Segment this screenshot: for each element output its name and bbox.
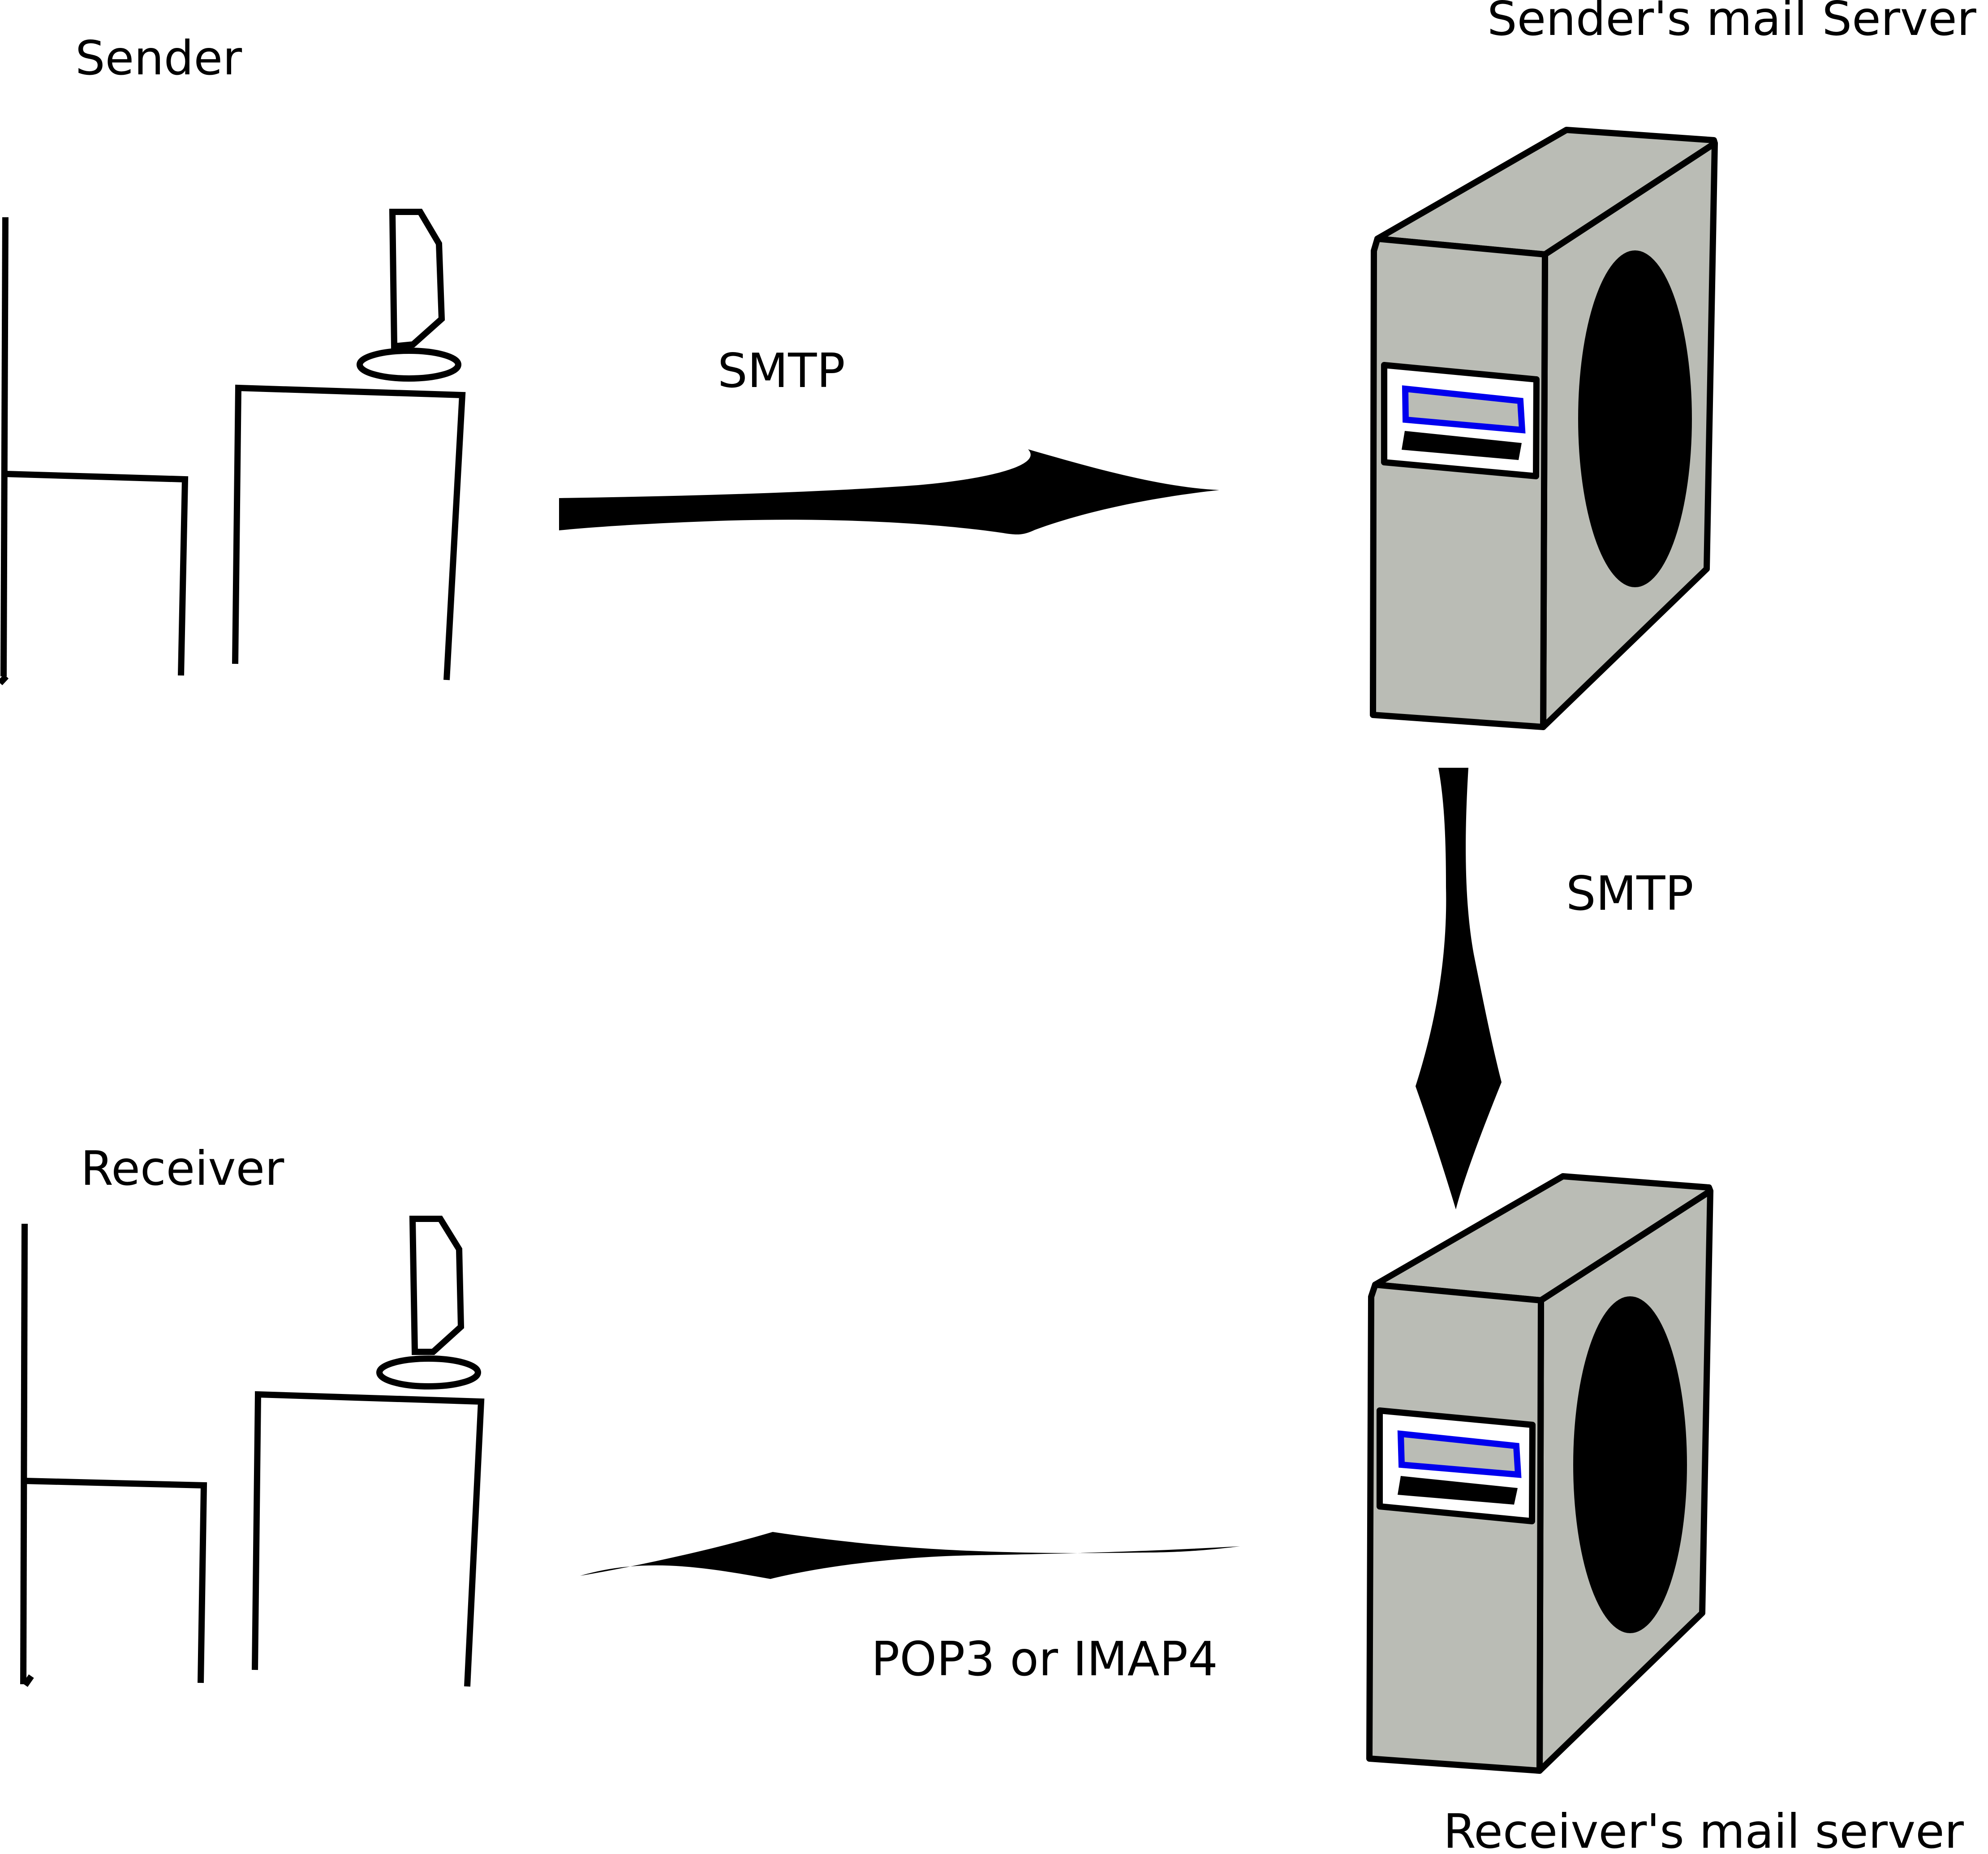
sender-server-icon: [1370, 127, 1718, 730]
receiver-label: Receiver: [81, 1141, 284, 1196]
pop3-imap4-label: POP3 or IMAP4: [871, 1632, 1218, 1686]
receiver-server-front: [1366, 1282, 1544, 1774]
sender-server-label: Sender's mail Server: [1487, 0, 1977, 46]
receiver-server-slot: [1398, 1476, 1518, 1505]
smtp-arrow-sender-to-server: [559, 449, 1219, 535]
sender-server-screen: [1402, 385, 1526, 434]
receiver-chair: [20, 1223, 207, 1687]
receiver-server-label: Receiver's mail server: [1443, 1804, 1964, 1854]
smtp-label-2: SMTP: [1566, 866, 1694, 921]
sender-server-fan: [1578, 250, 1692, 587]
smtp-label-1: SMTP: [718, 344, 845, 398]
receiver-server-icon: [1366, 1173, 1713, 1774]
sender-workstation: [0, 209, 466, 685]
sender-server-front: [1370, 236, 1548, 730]
receiver-monitor-icon: [376, 1216, 481, 1389]
smtp-arrow-server-to-server: [1416, 768, 1502, 1209]
receiver-workstation: [20, 1216, 485, 1687]
sender-server-slot: [1402, 431, 1522, 460]
sender-label: Sender: [75, 31, 242, 86]
pop3-imap4-arrow-server-to-receiver: [580, 1532, 1240, 1579]
sender-chair: [0, 217, 189, 685]
receiver-server-screen: [1397, 1430, 1522, 1478]
sender-desk: [232, 384, 466, 680]
sender-monitor-icon: [357, 209, 461, 382]
receiver-server-fan: [1573, 1296, 1687, 1633]
receiver-desk: [252, 1391, 485, 1687]
